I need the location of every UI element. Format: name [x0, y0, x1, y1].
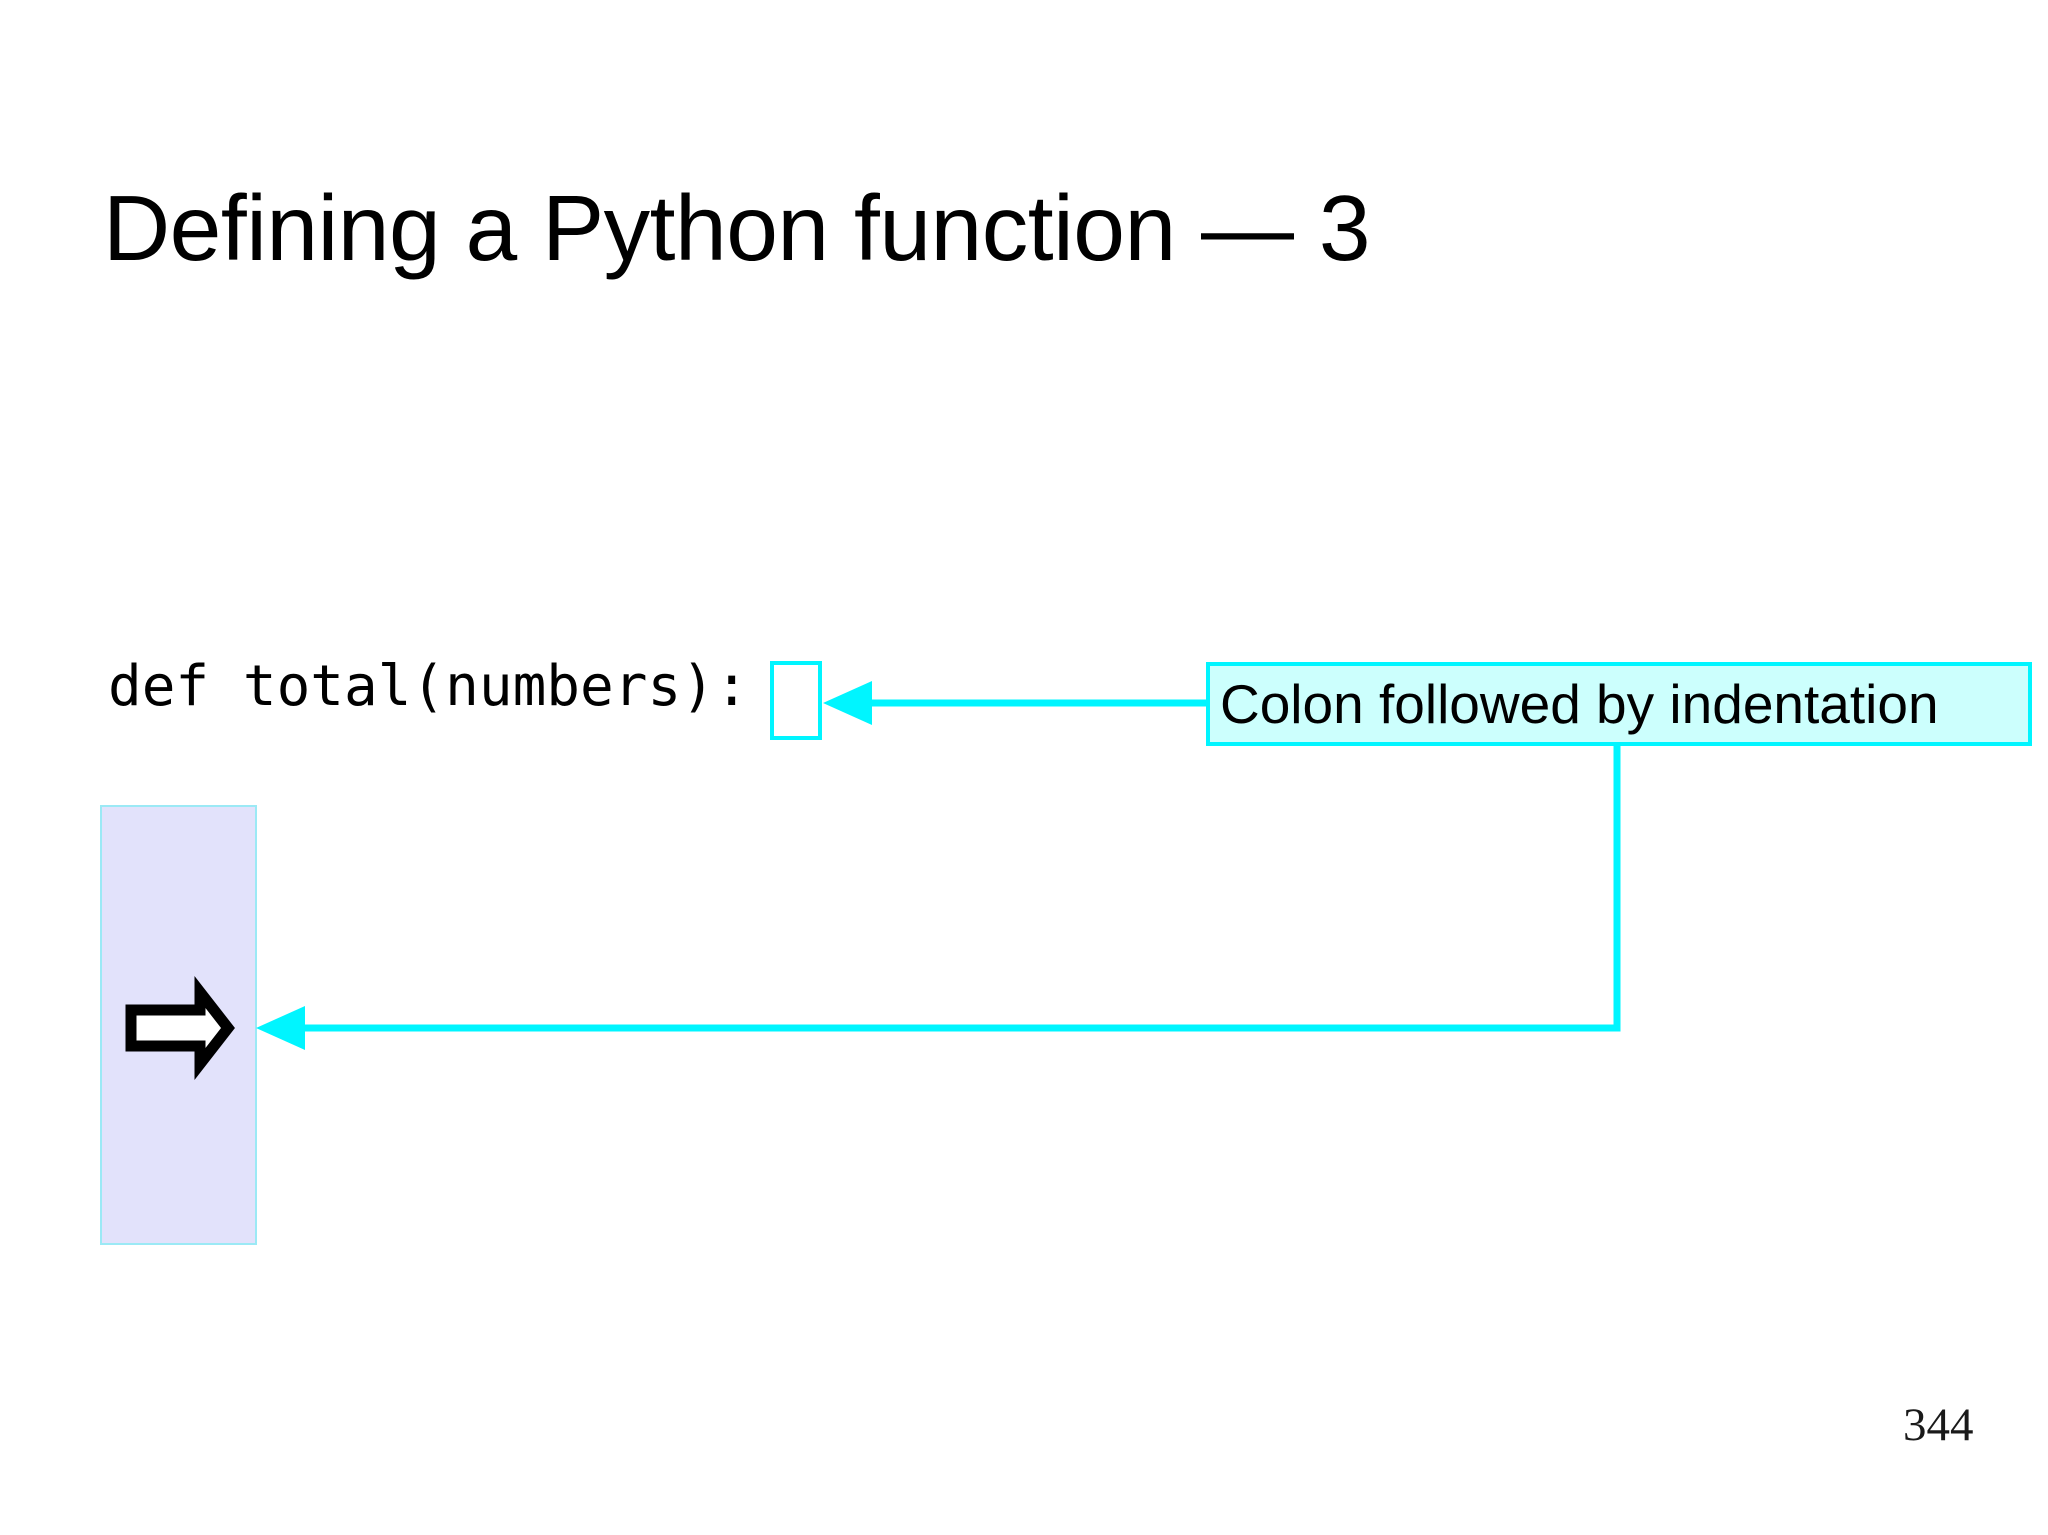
callout-box: Colon followed by indentation — [1206, 662, 2032, 746]
page-number: 344 — [1903, 1399, 1974, 1451]
colon-highlight-box — [770, 661, 822, 740]
arrow-callout-to-indent-block — [256, 746, 1621, 1050]
code-line: def total(numbers): — [108, 654, 749, 719]
connector-line-bottom — [278, 746, 1621, 1032]
arrowhead-bottom — [256, 1006, 305, 1050]
arrowhead-top — [823, 681, 872, 725]
arrow-callout-to-colon — [823, 681, 1206, 725]
page-title: Defining a Python function — 3 — [103, 176, 1371, 281]
indentation-block — [100, 805, 257, 1245]
callout-label: Colon followed by indentation — [1220, 672, 1939, 735]
